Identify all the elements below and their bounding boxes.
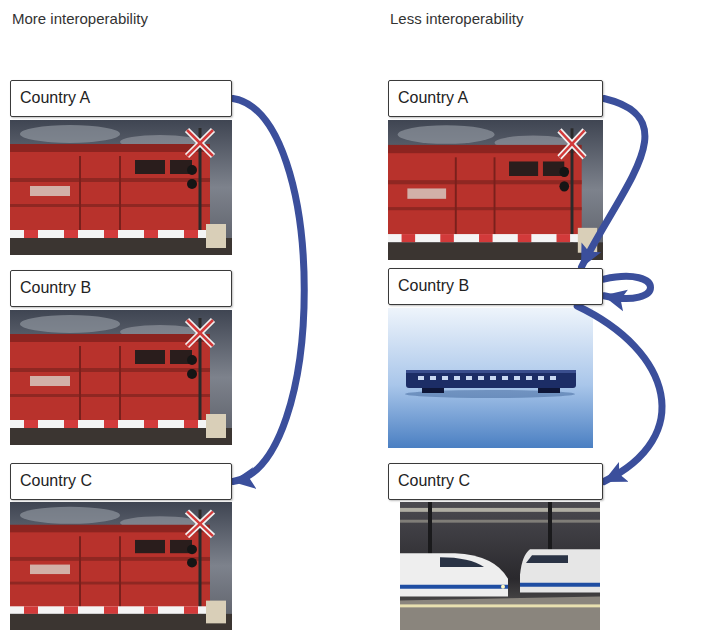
passenger-car-photo — [388, 308, 593, 448]
flow-arrow — [582, 99, 645, 268]
flow-arrow — [233, 99, 304, 482]
flow-arrow — [604, 276, 651, 298]
high-speed-train-photo — [400, 502, 600, 630]
country-box: Country B — [388, 268, 603, 305]
country-box: Country A — [10, 80, 232, 117]
flow-arrow — [577, 306, 662, 482]
locomotive-photo — [10, 502, 232, 630]
column-heading: More interoperability — [12, 10, 148, 28]
country-box: Country B — [10, 270, 232, 307]
country-box: Country C — [388, 463, 603, 500]
country-box: Country C — [10, 463, 232, 500]
locomotive-photo — [388, 120, 603, 260]
locomotive-photo — [10, 310, 232, 445]
country-name: Country A — [398, 88, 593, 108]
country-box: Country A — [388, 80, 603, 117]
country-name: Country B — [398, 276, 593, 296]
column-heading: Less interoperability — [390, 10, 523, 28]
country-name: Country C — [20, 471, 222, 491]
country-name: Country A — [20, 88, 222, 108]
locomotive-photo — [10, 120, 232, 255]
country-name: Country C — [398, 471, 593, 491]
country-name: Country B — [20, 278, 222, 298]
